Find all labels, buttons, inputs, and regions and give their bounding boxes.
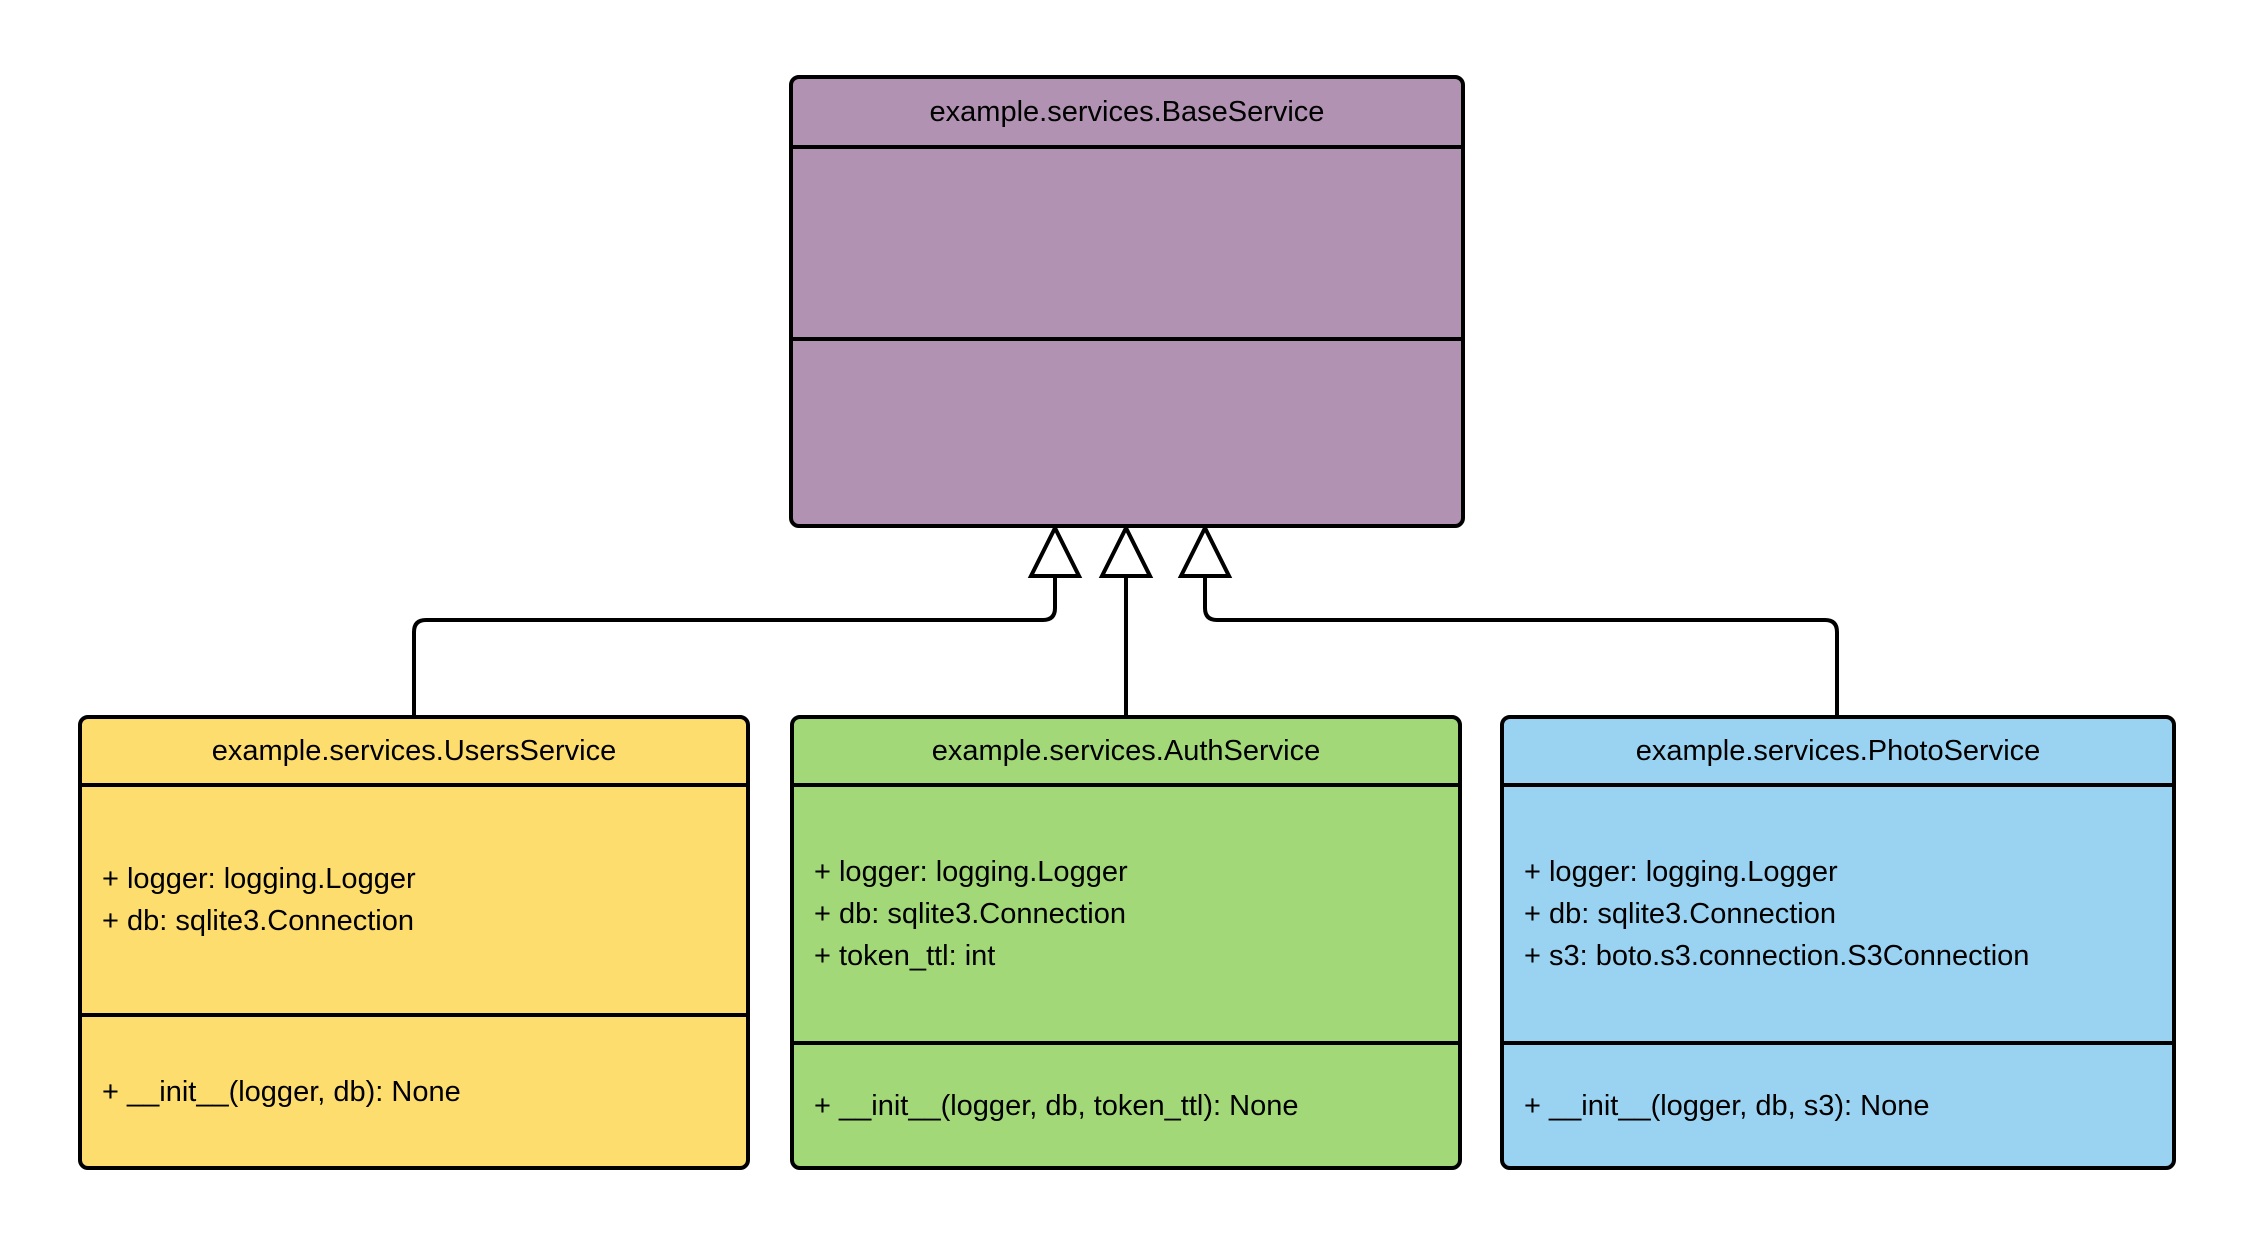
class-title-label: example.services.BaseService xyxy=(929,96,1325,128)
class-methods-users-service: + __init__(logger, db): None xyxy=(82,1013,746,1166)
class-title-label: example.services.AuthService xyxy=(931,735,1321,767)
attribute-line: + logger: logging.Logger xyxy=(1524,856,1838,888)
attribute-line: + db: sqlite3.Connection xyxy=(814,898,1126,930)
class-attributes-users-service: + logger: logging.Logger + db: sqlite3.C… xyxy=(82,783,746,1013)
attribute-line: + token_ttl: int xyxy=(814,940,996,972)
class-box-photo-service: example.services.PhotoService + logger: … xyxy=(1500,715,2176,1170)
class-box-base-service: example.services.BaseService xyxy=(789,75,1465,528)
class-title-auth-service: example.services.AuthService xyxy=(794,719,1458,783)
inheritance-connector-users-to-base xyxy=(412,576,1057,715)
attribute-line: + logger: logging.Logger xyxy=(814,856,1128,888)
class-title-users-service: example.services.UsersService xyxy=(82,719,746,783)
inheritance-connector-photo-to-base xyxy=(1203,576,1839,715)
class-title-label: example.services.PhotoService xyxy=(1635,735,2041,767)
class-attributes-auth-service: + logger: logging.Logger + db: sqlite3.C… xyxy=(794,783,1458,1041)
attribute-line: + db: sqlite3.Connection xyxy=(1524,898,1836,930)
class-box-auth-service: example.services.AuthService + logger: l… xyxy=(790,715,1462,1170)
class-attributes-base-service xyxy=(793,145,1461,337)
attribute-line: + db: sqlite3.Connection xyxy=(102,905,414,937)
class-title-label: example.services.UsersService xyxy=(211,735,617,767)
method-line: + __init__(logger, db, token_ttl): None xyxy=(814,1089,1299,1122)
class-methods-auth-service: + __init__(logger, db, token_ttl): None xyxy=(794,1041,1458,1166)
method-line: + __init__(logger, db, s3): None xyxy=(1524,1089,1930,1122)
class-methods-base-service xyxy=(793,337,1461,524)
attribute-line: + logger: logging.Logger xyxy=(102,863,416,895)
inheritance-arrowhead-photo xyxy=(1177,523,1233,578)
inheritance-arrowhead-users xyxy=(1027,523,1083,578)
attribute-line: + s3: boto.s3.connection.S3Connection xyxy=(1524,940,2030,972)
class-methods-photo-service: + __init__(logger, db, s3): None xyxy=(1504,1041,2172,1166)
inheritance-arrowhead-auth xyxy=(1098,523,1154,578)
class-title-base-service: example.services.BaseService xyxy=(793,79,1461,145)
class-box-users-service: example.services.UsersService + logger: … xyxy=(78,715,750,1170)
class-title-photo-service: example.services.PhotoService xyxy=(1504,719,2172,783)
class-attributes-photo-service: + logger: logging.Logger + db: sqlite3.C… xyxy=(1504,783,2172,1041)
method-line: + __init__(logger, db): None xyxy=(102,1075,461,1108)
